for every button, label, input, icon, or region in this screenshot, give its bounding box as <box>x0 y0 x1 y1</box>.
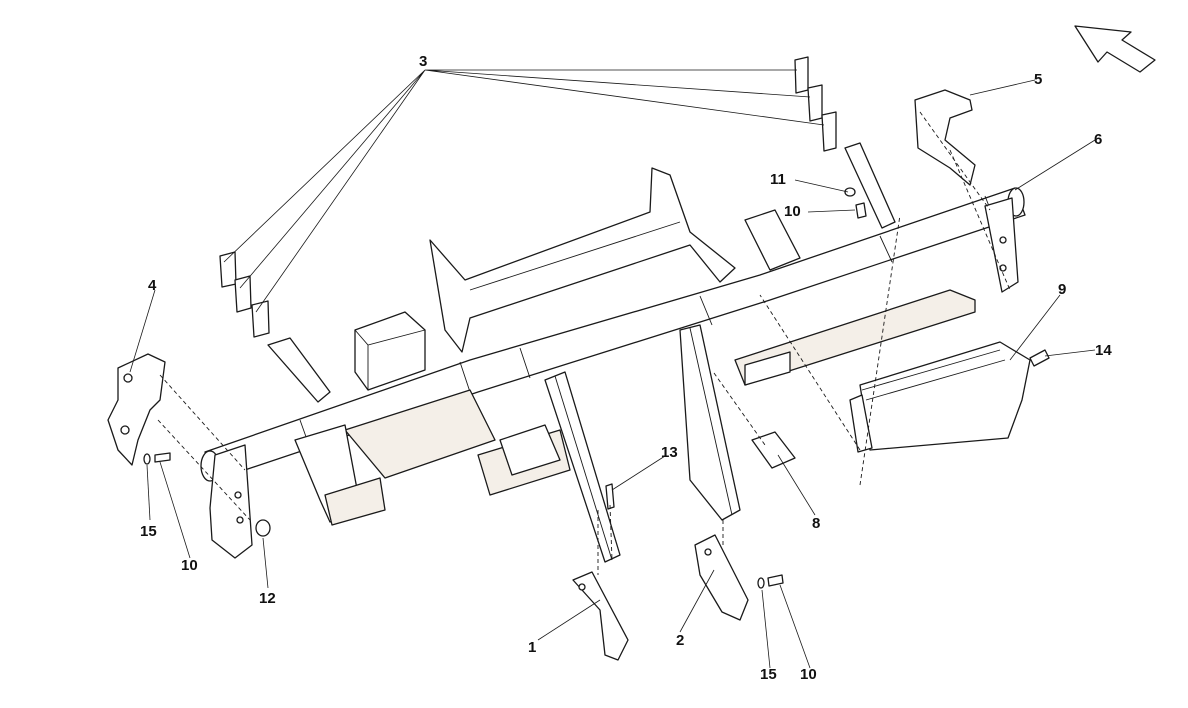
callout-9: 9 <box>1058 281 1066 298</box>
part-9-module-box <box>849 341 1031 453</box>
assembly-dashed-lines <box>157 111 1011 575</box>
part-3-clips-right <box>794 56 837 152</box>
callout-14: 14 <box>1095 342 1112 359</box>
washer-15-left <box>143 453 151 465</box>
callout-10-bottom: 10 <box>800 666 817 683</box>
callout-15-bottom: 15 <box>760 666 777 683</box>
callout-6: 6 <box>1094 131 1102 148</box>
right-upper-bracket <box>744 142 896 271</box>
part-4-left-bracket <box>107 353 166 466</box>
left-upper-arm <box>267 337 331 403</box>
center-block <box>477 424 571 496</box>
callout-13: 13 <box>661 444 678 461</box>
screw-10-left <box>154 452 171 463</box>
callout-10-top: 10 <box>784 203 801 220</box>
part-3-clips-left <box>219 251 270 338</box>
part-2-bracket <box>694 534 749 621</box>
screw-10-bottom <box>767 574 784 587</box>
callout-10-left: 10 <box>181 557 198 574</box>
direction-arrow-icon <box>1074 25 1156 73</box>
center-leg-left <box>544 371 621 563</box>
callout-2: 2 <box>676 632 684 649</box>
callout-4: 4 <box>148 277 157 294</box>
part-1-bracket <box>572 571 629 661</box>
screw-14 <box>1029 349 1050 367</box>
screw-13 <box>605 483 615 510</box>
part-5-cover-bracket <box>914 89 976 186</box>
callout-15-left: 15 <box>140 523 157 540</box>
callout-1: 1 <box>528 639 536 656</box>
part-8-small-bracket <box>751 431 796 469</box>
part-12-nut <box>255 519 271 537</box>
callout-3: 3 <box>419 53 427 70</box>
left-mount-plate <box>209 444 253 559</box>
washer-15-bottom <box>757 577 765 589</box>
part-6-right-end-bracket <box>984 197 1019 293</box>
left-box-bracket <box>344 311 496 479</box>
callout-11: 11 <box>770 171 786 188</box>
left-lower-support <box>294 424 386 526</box>
screw-10-top <box>855 202 867 219</box>
washer-11 <box>844 187 856 197</box>
center-leg-right <box>679 324 741 521</box>
right-rail <box>734 289 976 386</box>
callout-5: 5 <box>1034 71 1042 88</box>
center-upper-bracket <box>429 167 736 353</box>
callout-8: 8 <box>812 515 820 532</box>
leader-lines <box>129 69 1096 669</box>
callout-12: 12 <box>259 590 276 607</box>
